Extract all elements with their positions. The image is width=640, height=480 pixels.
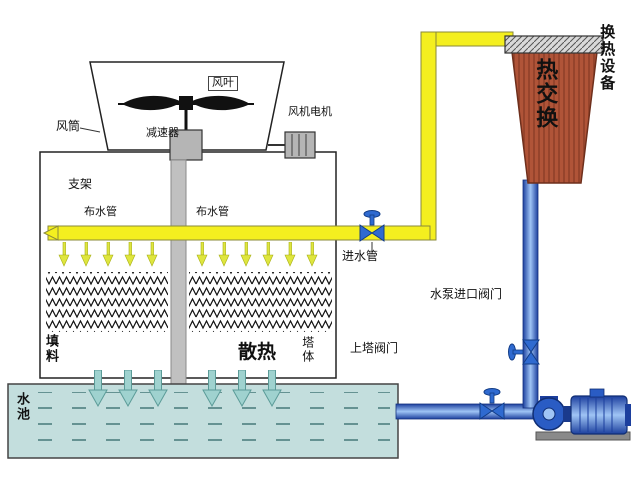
support-label: 支架 <box>68 177 93 191</box>
wind-duct-label: 风筒 <box>56 119 81 133</box>
fan-blade-label: 风叶 <box>208 76 238 91</box>
support-column <box>170 159 187 396</box>
motor-end-cap <box>625 404 631 426</box>
reducer-label: 减速器 <box>146 126 179 139</box>
heat-dissipation-label: 散热 <box>238 341 277 363</box>
tower-body-outline <box>39 151 337 379</box>
heat-exchange-label: 热交换 <box>532 58 558 130</box>
water-pool-label: 水池 <box>13 392 29 422</box>
inlet-pipe-label: 进水管 <box>342 249 379 263</box>
fill-material-right <box>189 272 332 332</box>
fill-material-label: 填料 <box>42 334 58 364</box>
dist-pipe-label-right: 布水管 <box>196 205 229 218</box>
pump-inlet-valve-label: 水泵进口阀门 <box>430 287 503 301</box>
cold-pipe-vertical <box>522 179 539 409</box>
motor-terminal-box <box>589 388 605 398</box>
wind-duct-leader-line <box>79 127 101 133</box>
hot-pipe-vertical <box>420 31 437 241</box>
tower-body-label: 塔体 <box>300 336 315 364</box>
fan-motor-label: 风机电机 <box>288 105 332 118</box>
fan-blade-right-icon <box>190 95 250 111</box>
heat-exchanger <box>504 35 604 184</box>
tower-valve-label: 上塔阀门 <box>350 341 399 355</box>
dist-pipe-label-left: 布水管 <box>84 205 117 218</box>
fan-hub <box>179 96 193 110</box>
water-pool <box>7 383 399 459</box>
heat-exchanger-grille <box>504 35 604 54</box>
pump-coupling <box>563 406 571 422</box>
reducer-gearbox <box>169 129 203 161</box>
heat-exchange-equipment-label: 换热设备 <box>598 24 617 92</box>
water-pump <box>532 388 631 441</box>
fan-assembly <box>118 95 254 132</box>
pump-motor <box>570 395 628 435</box>
cold-pipe-horizontal <box>395 403 537 420</box>
fan-blade-left-icon <box>122 95 182 111</box>
fan-motor-icon <box>268 131 316 159</box>
fill-material-left <box>46 272 168 332</box>
hot-water-pipe <box>42 31 514 241</box>
distribution-pipe-arrow <box>42 225 59 241</box>
